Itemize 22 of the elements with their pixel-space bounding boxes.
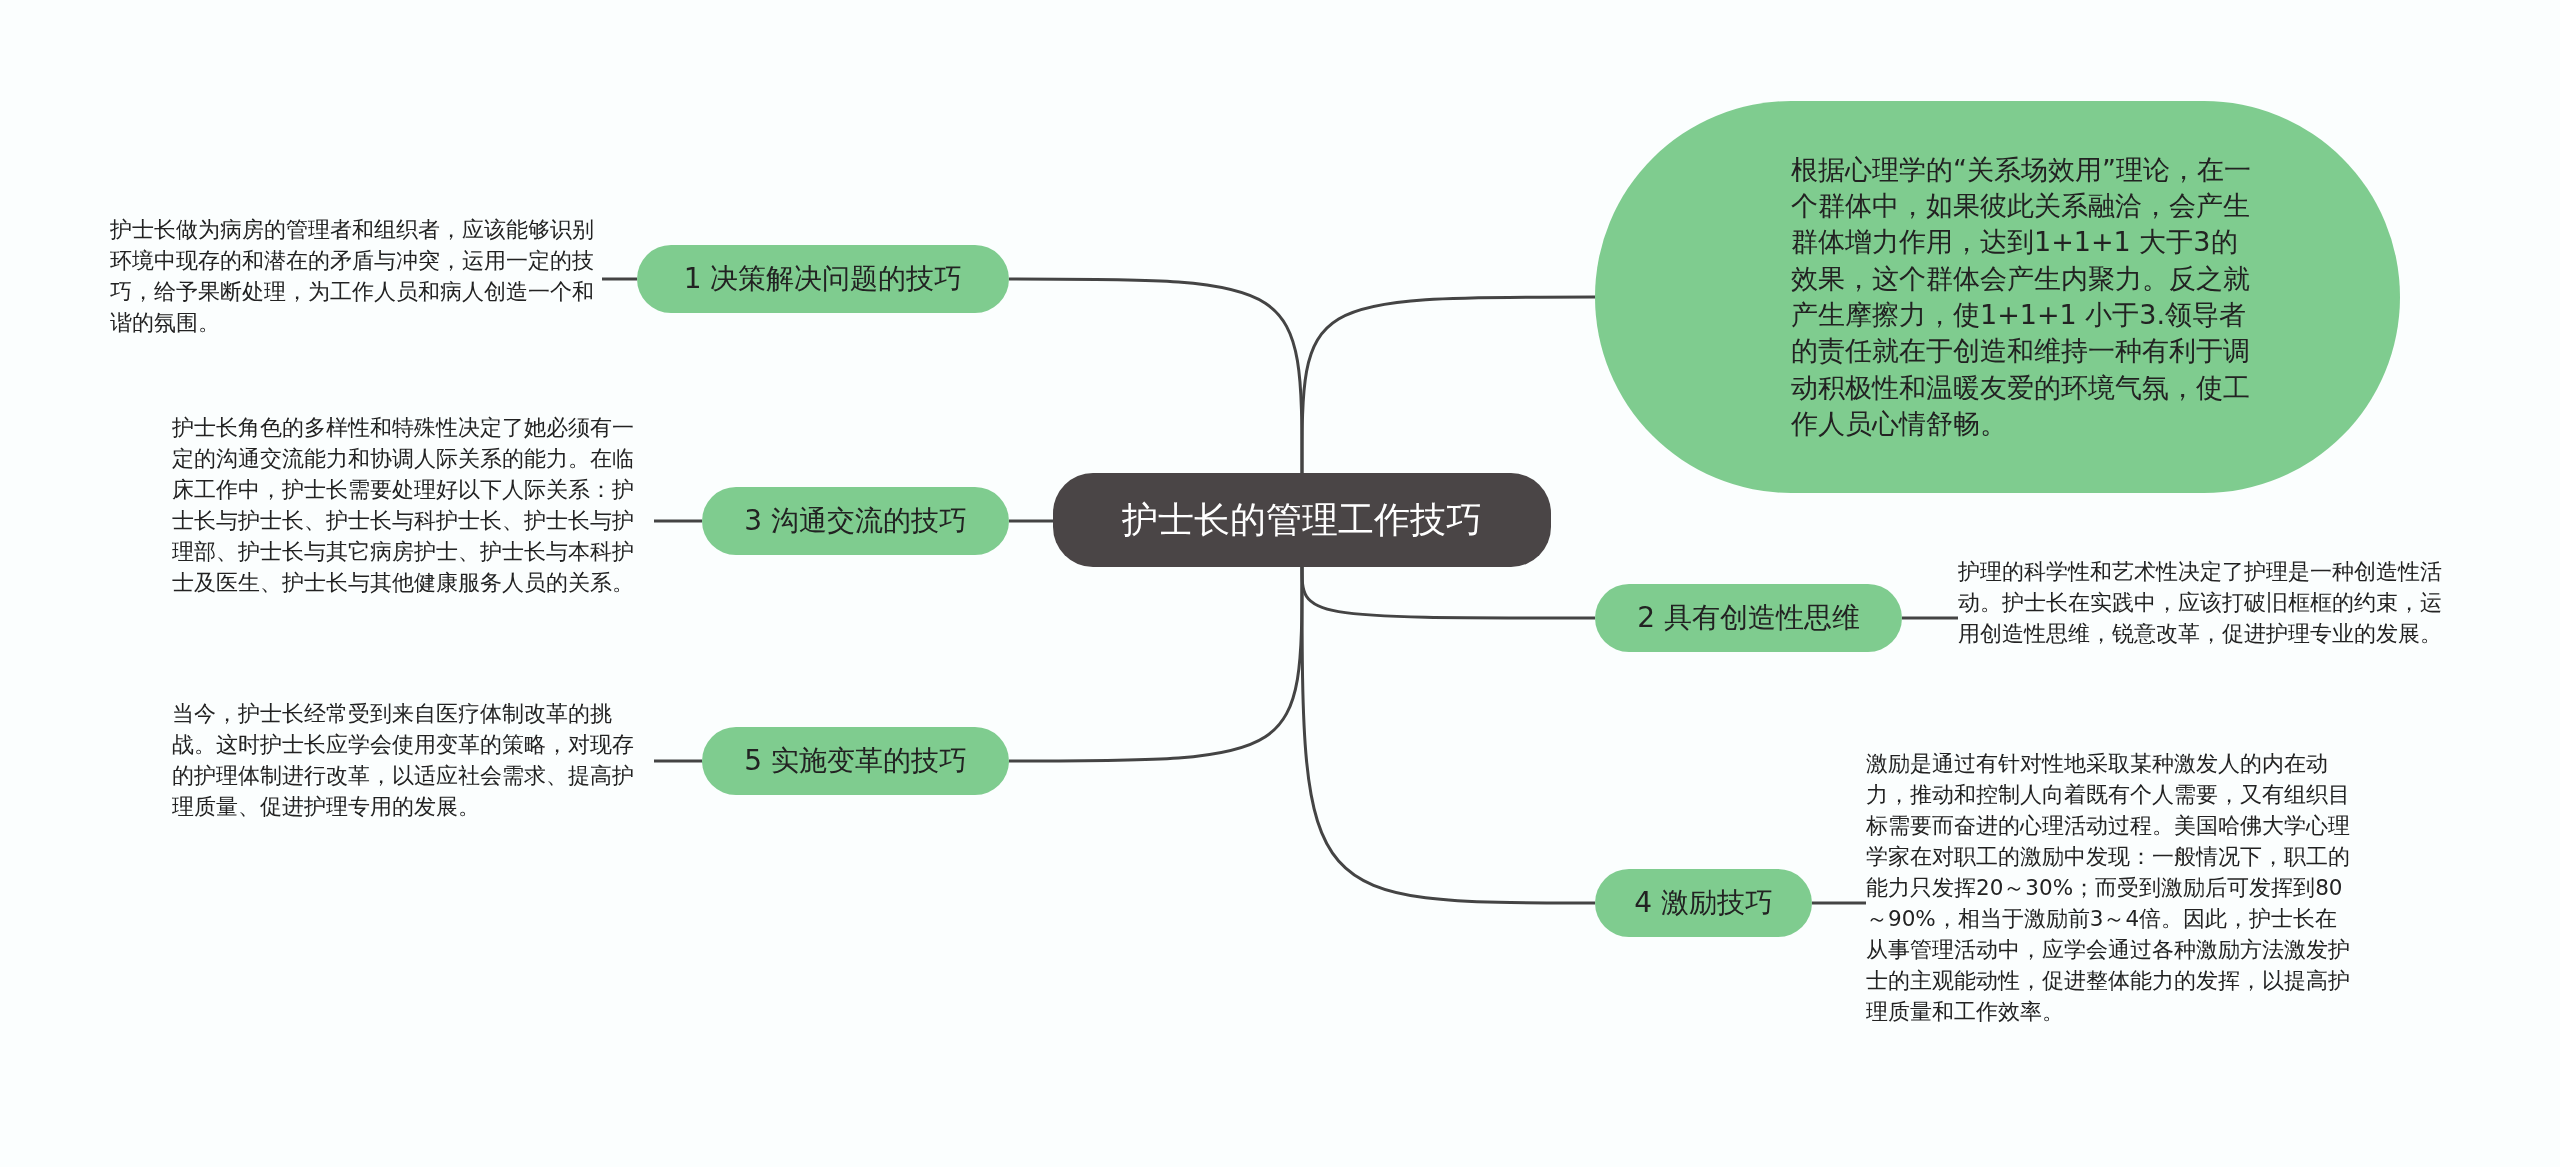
connector-line (1300, 295, 1595, 473)
connector-line (1300, 567, 1595, 905)
topic-pill: 2 具有创造性思维 (1595, 584, 1902, 652)
topic-pill: 3 沟通交流的技巧 (702, 487, 1009, 555)
note-text: 激励是通过有针对性地采取某种激发人的内在动力，推动和控制人向着既有个人需要，又有组织目标需要而奋进的心理活动过程。美国哈佛大学心理学家在对职工的激励中发现：一般情况下，职工的能力只发挥20～30%；而受到激励后可发挥到80～90%，相当于激励前3～4倍。因此，护士长在从事管理活动中，应学会通过各种激励方法激发护士的主观能动性，促进整体能力的发挥，以提高护理质量和工作效率。 (1866, 748, 2350, 1027)
connector-line (1902, 616, 1958, 620)
topic-pill: 4 激励技巧 (1595, 869, 1812, 937)
topic-pill: 5 实施变革的技巧 (702, 727, 1009, 795)
topic-pill: 1 决策解决问题的技巧 (637, 245, 1009, 313)
connector-line (1009, 519, 1053, 523)
connector-line (1009, 277, 1304, 473)
connector-line (654, 519, 702, 523)
central-topic: 护士长的管理工作技巧 (1053, 473, 1551, 567)
note-text: 当今，护士长经常受到来自医疗体制改革的挑战。这时护士长应学会使用变革的策略，对现存的护理体制进行改革，以适应社会需求、提高护理质量、促进护理专用的发展。 (172, 698, 654, 822)
topic-bubble: 根据心理学的“关系场效用”理论，在一个群体中，如果彼此关系融洽，会产生群体增力作用，达到1+1+1 大于3的效果，这个群体会产生内聚力。反之就产生摩擦力，使1+1+1 小于3.领导者的责任就在于创造和维持一种有利于调动积极性和温暖友爱的环境气氛，使工作人员心情舒畅。 (1595, 101, 2400, 493)
connector-line (602, 277, 637, 281)
connector-line (1009, 567, 1304, 763)
connector-line (654, 759, 702, 763)
note-text: 护士长做为病房的管理者和组织者，应该能够识别环境中现存的和潜在的矛盾与冲突，运用一定的技巧，给予果断处理，为工作人员和病人创造一个和谐的氛围。 (110, 214, 602, 338)
note-text: 护理的科学性和艺术性决定了护理是一种创造性活动。护士长在实践中，应该打破旧框框的约束，运用创造性思维，锐意改革，促进护理专业的发展。 (1958, 556, 2442, 649)
connector-line (1812, 901, 1866, 905)
note-text: 护士长角色的多样性和特殊性决定了她必须有一定的沟通交流能力和协调人际关系的能力。在临床工作中，护士长需要处理好以下人际关系：护士长与护士长、护士长与科护士长、护士长与护理部、护士长与其它病房护士、护士长与本科护士及医生、护士长与其他健康服务人员的关系。 (172, 412, 654, 598)
